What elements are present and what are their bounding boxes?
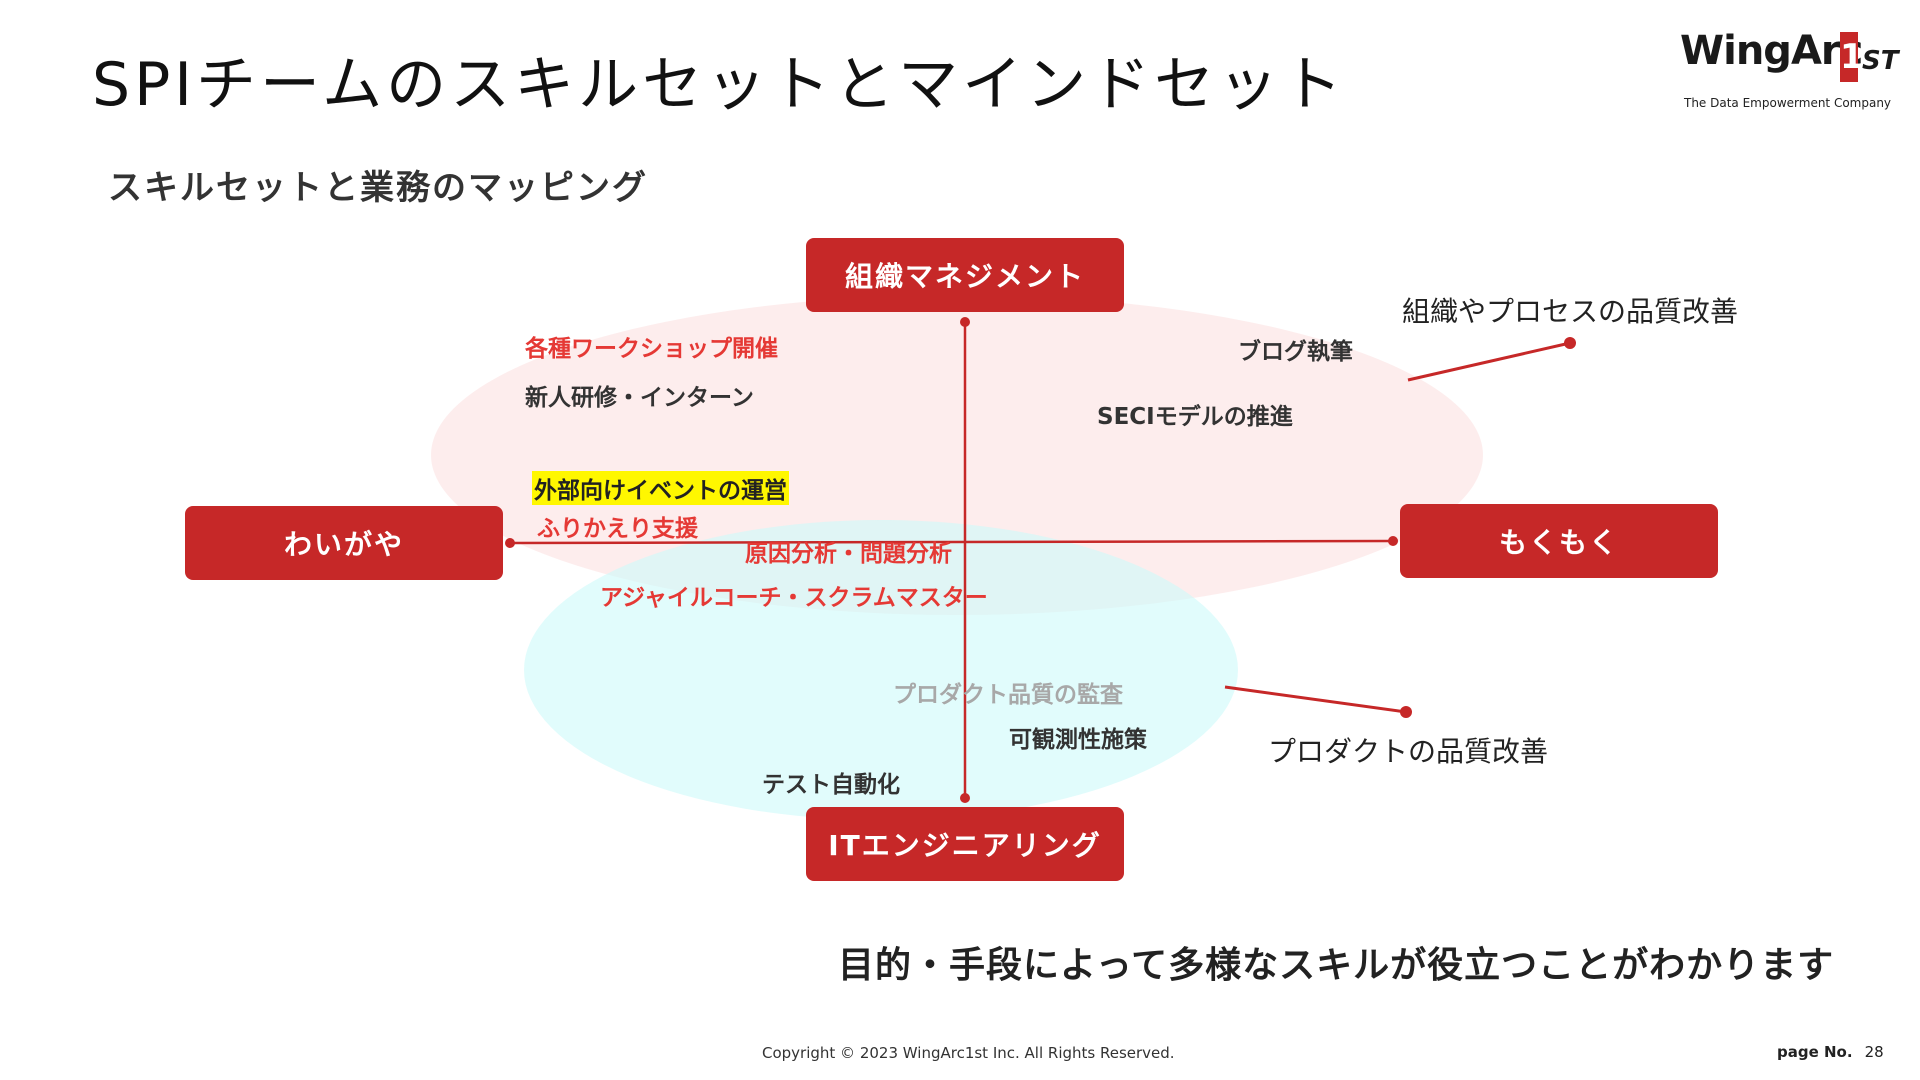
org-annotation-leader [1407,341,1571,382]
logo-word: WingArc [1680,28,1863,74]
skill-item-agile-coach: アジャイルコーチ・スクラムマスター [600,585,988,611]
org-annotation-dot [1564,337,1576,349]
page-number-value: 28 [1864,1043,1884,1061]
axis-label-mokumoku: もくもく [1400,504,1718,578]
product-annotation-dot [1400,706,1412,718]
annotation-org-quality: 組織やプロセスの品質改善 [1402,295,1739,328]
axis-label-org-management: 組織マネジメント [806,238,1124,312]
skill-item-product-audit: プロダクト品質の監査 [893,682,1123,708]
logo-one-mark: 1 [1840,32,1864,82]
skill-item-blog: ブログ執筆 [1238,339,1353,365]
annotation-product-quality: プロダクトの品質改善 [1268,735,1549,768]
skill-item-retrospective: ふりかえり支援 [537,516,698,542]
skill-item-workshops: 各種ワークショップ開催 [525,336,778,362]
axis-label-it-engineering: ITエンジニアリング [806,807,1124,881]
skill-item-external-events: 外部向けイベントの運営 [532,471,789,505]
product-annotation-leader [1224,685,1407,714]
skill-item-test-automation: テスト自動化 [762,772,900,798]
slide-title: SPIチームのスキルセットとマインドセット [92,50,1347,120]
skill-item-seci: SECIモデルの推進 [1097,404,1293,430]
logo-st: ST [1862,46,1899,76]
logo-tagline: The Data Empowerment Company [1684,96,1892,110]
axis-label-waigaya: わいがや [185,506,503,580]
section-subtitle: スキルセットと業務のマッピング [108,168,648,208]
page-label: page No. [1777,1043,1853,1061]
skill-item-training-intern: 新人研修・インターン [525,385,754,411]
copyright: Copyright © 2023 WingArc1st Inc. All Rig… [762,1044,1175,1062]
skill-item-root-cause: 原因分析・問題分析 [745,541,952,567]
wingarc-logo: WingArc 1 ST The Data Empowerment Compan… [1680,28,1899,118]
skill-item-observability: 可観測性施策 [1009,727,1147,753]
page-number: page No. 28 [1777,1043,1884,1061]
product-quality-ellipse [524,520,1238,820]
conclusion-text: 目的・手段によって多様なスキルが役立つことがわかります [838,945,1835,986]
